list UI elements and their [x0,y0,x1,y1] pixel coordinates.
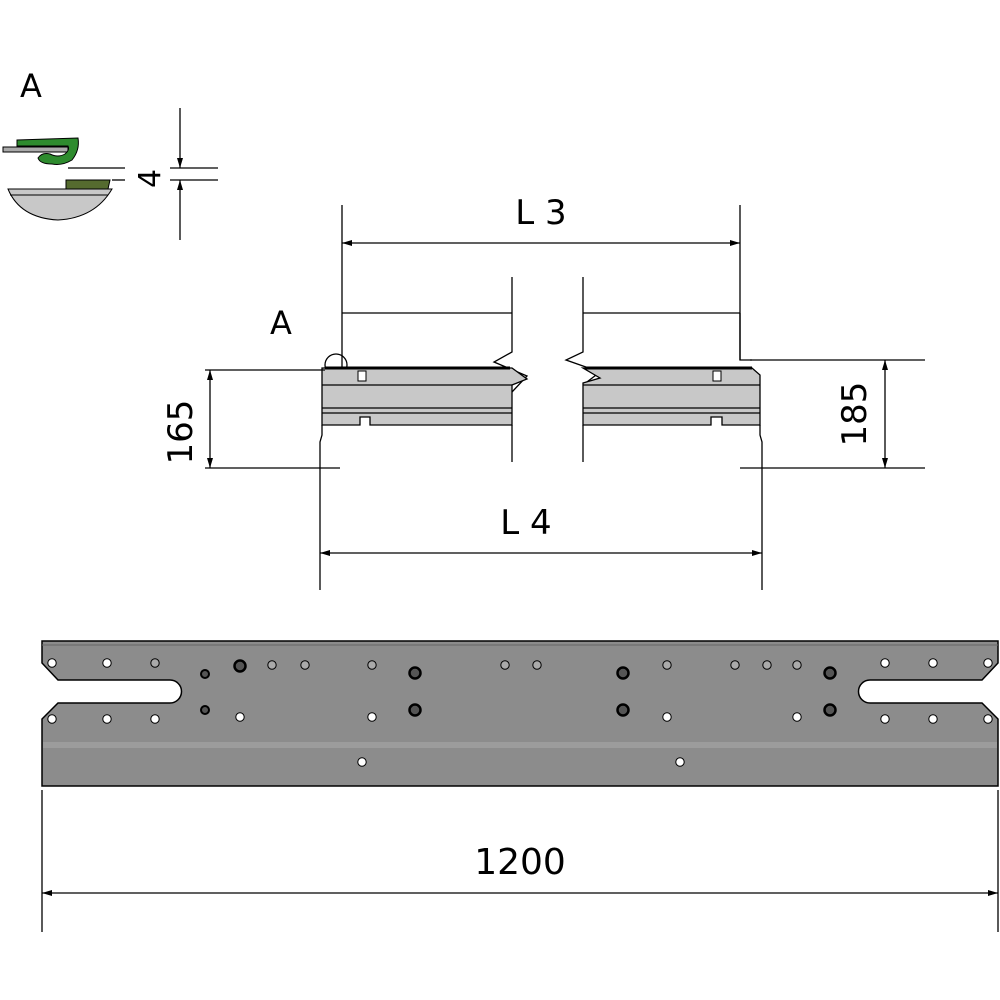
plate-hole [367,712,377,722]
detail-a-marker: A [270,304,292,342]
plate-hole [102,714,112,724]
plate-hole [500,660,510,670]
plate-hole [357,757,367,767]
height-185-dimension: 185 [835,382,875,447]
detail-a-label: A [20,67,42,105]
l4-dimension: L 4 [500,503,551,543]
plate-hole [235,712,245,722]
plate-hole [150,714,160,724]
plate-length-dimension: 1200 [41,790,999,932]
plate-hole [928,658,938,668]
plate-hole [823,703,837,717]
plate-hole [983,658,993,668]
plate-hole [675,757,685,767]
plate-hole [200,705,210,715]
plate-hole [880,658,890,668]
plate-hole [616,666,630,680]
plate-hole [267,660,277,670]
base-plate [41,640,999,787]
plate-hole [532,660,542,670]
plate-hole [662,660,672,670]
plate-hole [762,660,772,670]
plate-hole [616,703,630,717]
plate-hole [792,712,802,722]
plate-hole [928,714,938,724]
seal-profile [16,137,79,165]
plate-hole [730,660,740,670]
length-1200-label: 1200 [474,842,566,883]
plate-hole [102,658,112,668]
plate-hole [47,714,57,724]
plate-hole [823,666,837,680]
plate-hole [880,714,890,724]
plate-hole [408,703,422,717]
plate-hole [792,660,802,670]
plate-hole [983,714,993,724]
gap-dimension: 4 [133,169,168,188]
plate-hole [200,669,210,679]
plate-hole [662,712,672,722]
height-165-dimension: 165 [161,400,201,465]
plate-hole [367,660,377,670]
plate-hole [233,659,247,673]
l3-dimension: L 3 [515,193,566,233]
plate-hole [150,658,160,668]
plate-hole [47,658,57,668]
section-view: L 3 A 165 185 L 4 [161,193,925,590]
plate-hole [408,666,422,680]
plate-hole [300,660,310,670]
detail-a: A 4 [2,67,218,240]
